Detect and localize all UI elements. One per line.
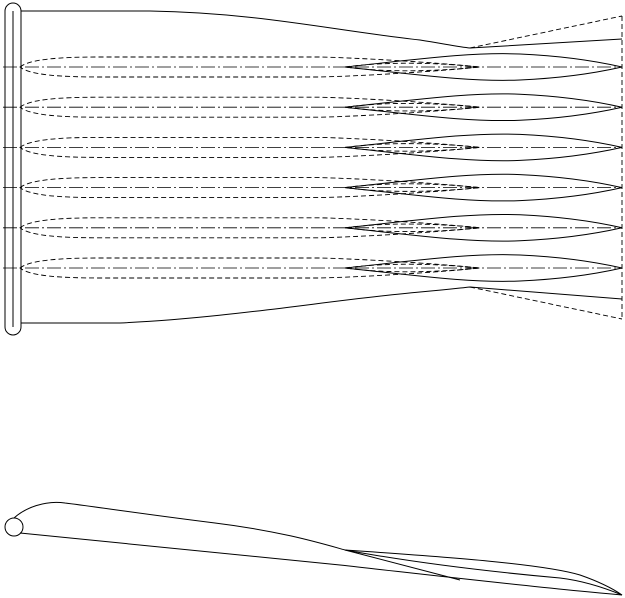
blade-1-inner-dashed: [344, 62, 481, 72]
profile-lower-curve: [19, 532, 623, 596]
blade-4-inner-dashed: [344, 183, 481, 192]
profile-inner-curve: [344, 549, 623, 596]
profile-upper-curve: [13, 501, 623, 596]
outer-envelope-bottom-dashed: [469, 286, 623, 320]
outer-envelope-bottom: [21, 286, 623, 324]
profile-inner-line: [344, 549, 461, 581]
outer-envelope-top: [21, 10, 623, 49]
blade-5-inner-dashed: [344, 223, 481, 233]
blade-group: [3, 53, 623, 282]
plan-view: [3, 2, 623, 336]
blade-2-inner-dashed: [344, 102, 481, 112]
side-profile-view: [4, 501, 623, 596]
blade-3-inner-dashed: [344, 143, 481, 152]
outer-envelope-top-dashed: [469, 15, 623, 49]
blade-6-inner-dashed: [344, 263, 481, 273]
hub-shaft: [4, 2, 22, 336]
